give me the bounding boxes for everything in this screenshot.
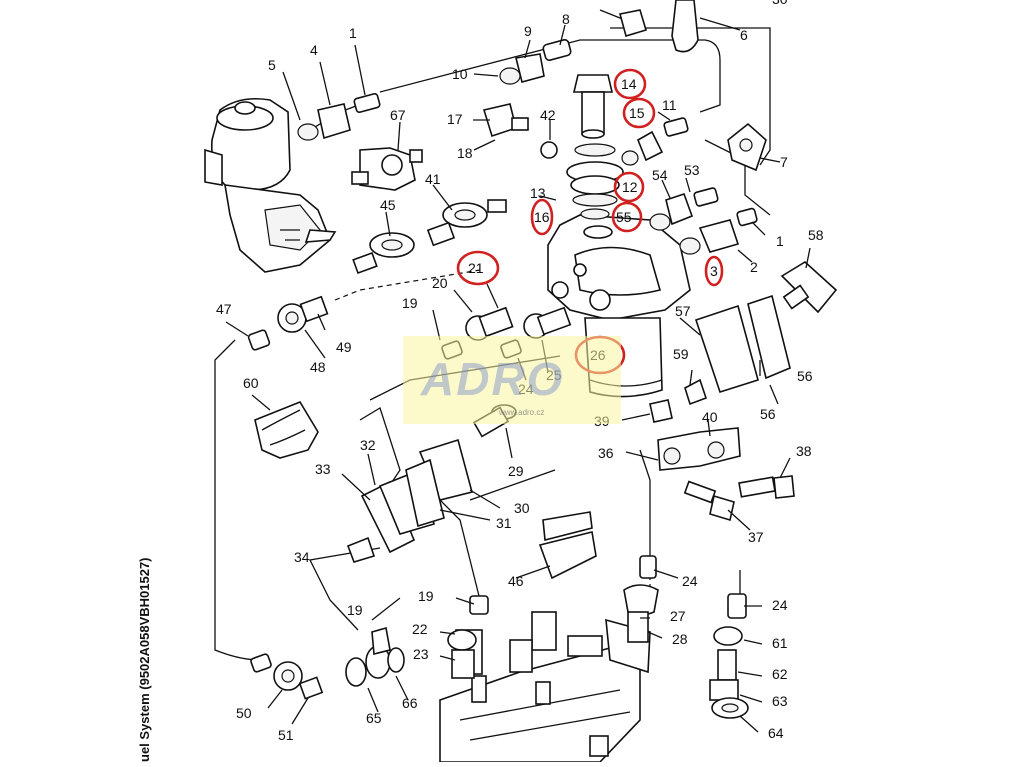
label-5: 5: [268, 57, 276, 73]
top-fittings: [297, 0, 699, 141]
right-fittings: [621, 117, 838, 314]
label-15: 15: [629, 105, 645, 121]
label-67: 67: [390, 107, 406, 123]
label-10: 10: [452, 66, 468, 82]
label-49: 49: [336, 339, 352, 355]
label-14: 14: [621, 76, 637, 92]
label-56-lower: 56: [760, 406, 776, 422]
label-16: 16: [534, 209, 550, 225]
highlight-15: [622, 97, 656, 129]
label-20: 20: [432, 275, 448, 291]
label-58: 58: [808, 227, 824, 243]
label-60: 60: [243, 375, 259, 391]
label-24-right: 24: [772, 597, 788, 613]
label-3: 3: [710, 263, 718, 279]
label-48: 48: [310, 359, 326, 375]
label-61: 61: [772, 635, 788, 651]
highlight-3: [704, 255, 724, 287]
banjo-stack: [566, 74, 624, 220]
label-19-top: 19: [402, 295, 418, 311]
label-38: 38: [796, 443, 812, 459]
label-11: 11: [662, 97, 677, 113]
label-37: 37: [748, 529, 764, 545]
label-12: 12: [622, 179, 638, 195]
figure-caption: uel System (9502A058VBH01527): [137, 557, 152, 762]
label-1b: 1: [776, 233, 784, 249]
injection-pump: [439, 611, 651, 763]
part-labels: 1 4 5 9 8 10 6 30 67 17 18 42 14 15 11 7…: [216, 0, 824, 743]
label-32: 32: [360, 437, 376, 453]
leader-lines: [225, 17, 811, 733]
watermark-logo: ADRO: [421, 353, 565, 405]
label-23: 23: [413, 646, 429, 662]
label-36: 36: [598, 445, 614, 461]
label-53: 53: [684, 162, 700, 178]
label-45: 45: [380, 197, 396, 213]
clamps-brackets: [254, 294, 791, 580]
highlight-12: [613, 171, 645, 203]
label-66: 66: [402, 695, 418, 711]
highlight-16: [530, 198, 554, 236]
highlight-14: [613, 68, 647, 100]
watermark-url: www.adro.cz: [499, 408, 545, 417]
label-54: 54: [652, 167, 668, 183]
label-9: 9: [524, 23, 532, 39]
label-65: 65: [366, 710, 382, 726]
label-28: 28: [672, 631, 688, 647]
label-8: 8: [562, 11, 570, 27]
label-13: 13: [530, 185, 546, 201]
label-34: 34: [294, 549, 310, 565]
label-31: 31: [496, 515, 512, 531]
label-6: 6: [740, 27, 748, 43]
highlight-marks: [456, 68, 724, 375]
label-42: 42: [540, 107, 556, 123]
label-2: 2: [750, 259, 758, 275]
highlight-55: [611, 201, 643, 233]
label-63: 63: [772, 693, 788, 709]
label-51: 51: [278, 727, 294, 743]
label-21: 21: [468, 260, 484, 276]
label-19-mid: 19: [418, 588, 434, 604]
label-50: 50: [236, 705, 252, 721]
label-46: 46: [508, 573, 524, 589]
label-1: 1: [349, 25, 357, 41]
label-19-low: 19: [347, 602, 363, 618]
label-33: 33: [315, 461, 331, 477]
highlight-21: [456, 250, 500, 286]
label-41: 41: [425, 171, 441, 187]
label-29: 29: [508, 463, 524, 479]
label-62: 62: [772, 666, 788, 682]
label-47: 47: [216, 301, 232, 317]
label-27: 27: [670, 608, 686, 624]
lower-right-fittings: [649, 399, 795, 522]
watermark: ADRO www.adro.cz: [403, 336, 621, 424]
label-18: 18: [457, 145, 473, 161]
label-30-top: 30: [772, 0, 788, 7]
label-55: 55: [616, 209, 632, 225]
label-40: 40: [702, 409, 718, 425]
label-30: 30: [514, 500, 530, 516]
label-24-mid: 24: [682, 573, 698, 589]
label-59: 59: [673, 346, 689, 362]
label-56-right: 56: [797, 368, 813, 384]
label-57: 57: [675, 303, 691, 319]
label-64: 64: [768, 725, 784, 741]
label-7: 7: [780, 154, 788, 170]
label-4: 4: [310, 42, 318, 58]
label-17: 17: [447, 111, 463, 127]
small-fittings-upper: [351, 103, 558, 275]
label-22: 22: [412, 621, 428, 637]
bottom-fittings: [250, 555, 749, 719]
lift-pump: [204, 97, 337, 273]
